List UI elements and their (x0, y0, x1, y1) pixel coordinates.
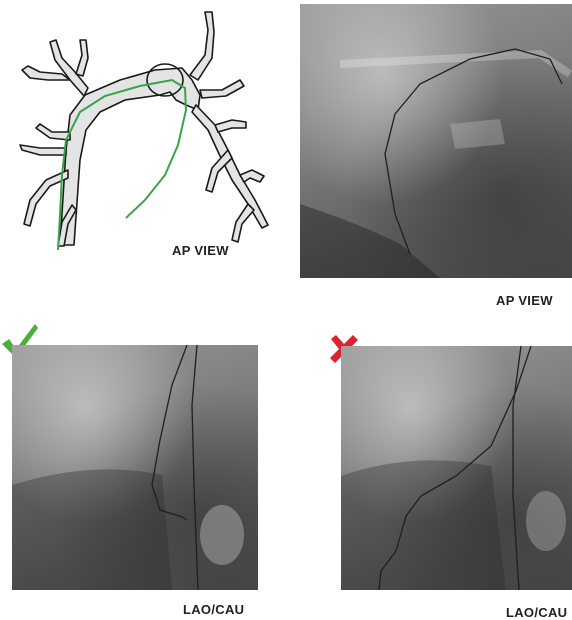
ap-view-caption: AP VIEW (496, 293, 553, 308)
lao-incorrect-wire-overlay (341, 346, 572, 590)
lao-correct-wire-overlay (12, 345, 258, 590)
diagram-svg (0, 0, 290, 290)
lao-incorrect-caption: LAO/CAU (506, 605, 567, 620)
ap-view-image (300, 4, 572, 278)
lao-cau-incorrect-image (341, 346, 572, 590)
pulmonary-artery-diagram: AP VIEW (0, 0, 290, 290)
lao-correct-caption: LAO/CAU (183, 602, 244, 617)
lao-cau-correct-image (12, 345, 258, 590)
ap-wire-overlay (300, 4, 572, 278)
diagram-caption: AP VIEW (172, 243, 229, 258)
